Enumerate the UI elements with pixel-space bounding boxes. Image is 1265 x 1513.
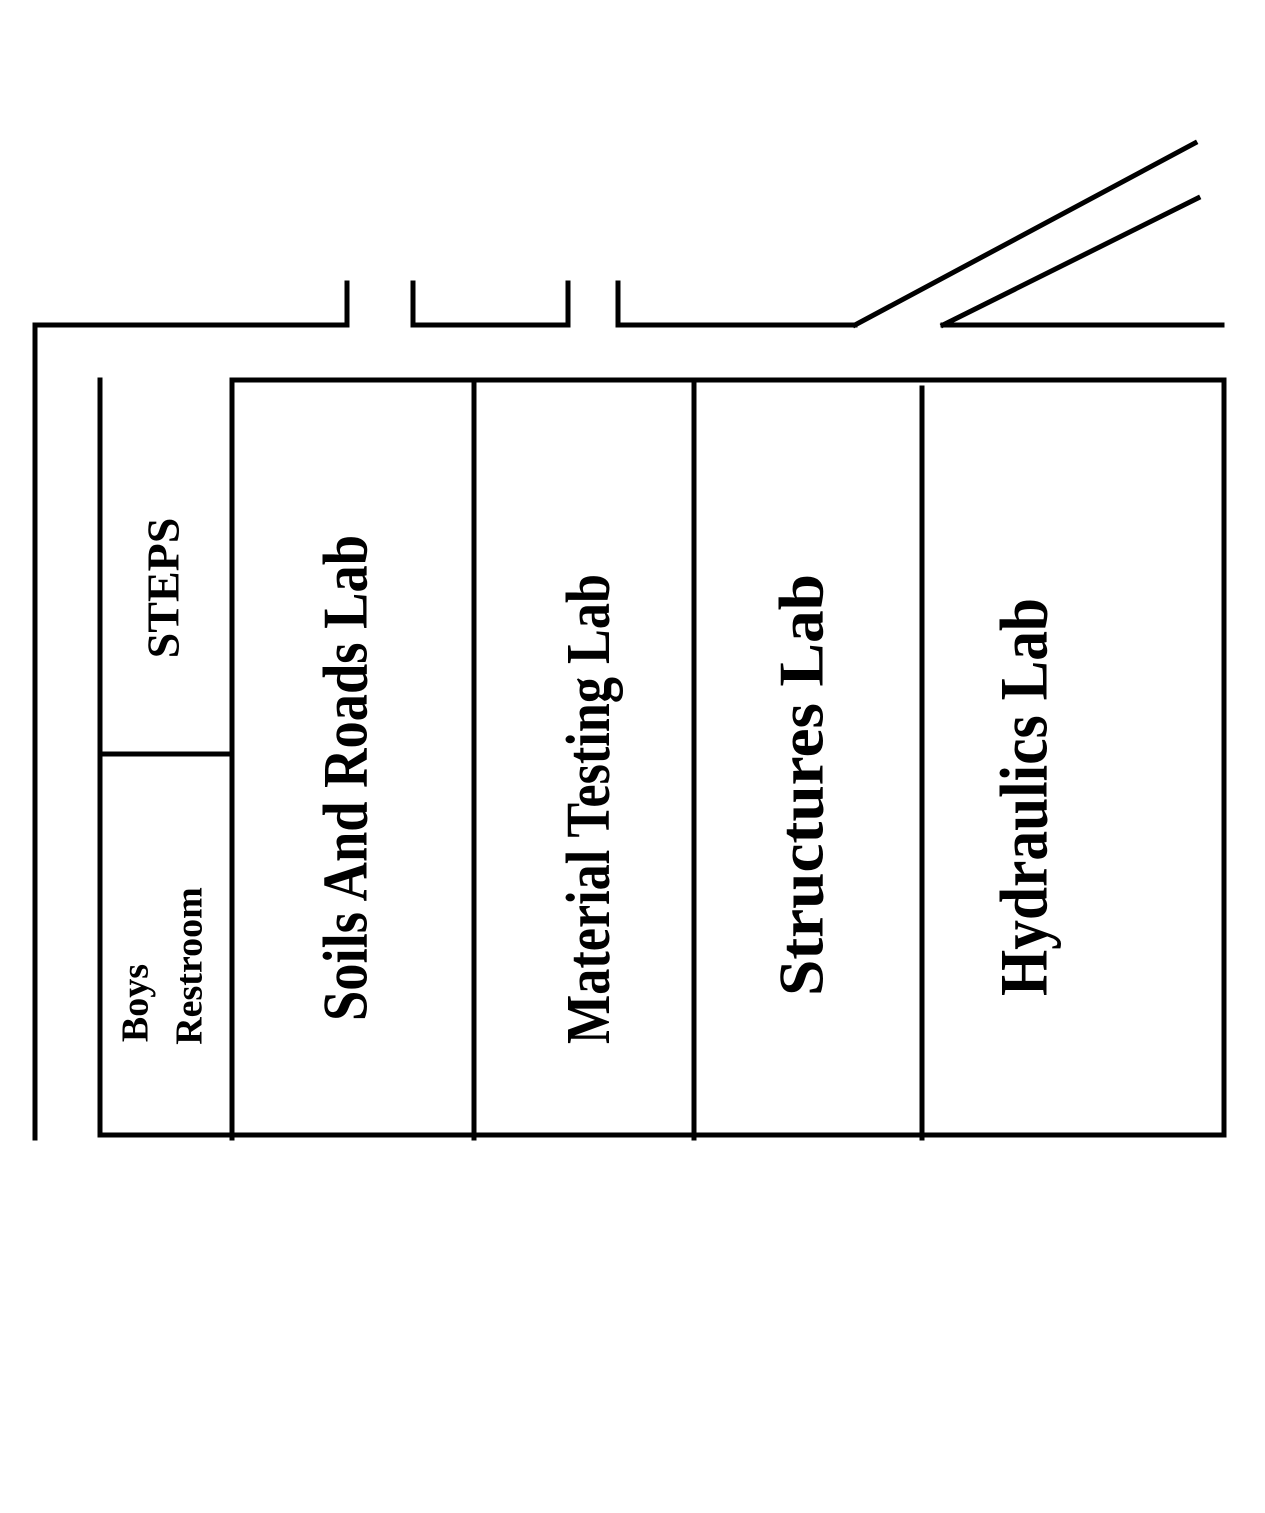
steps-label: STEPS bbox=[138, 518, 189, 659]
corridor-walls bbox=[32, 139, 1225, 1141]
structures-lab-label: Structures Lab bbox=[766, 574, 837, 996]
boys-restroom-label-line1: Boys bbox=[115, 964, 157, 1042]
entrance-path-lower bbox=[939, 194, 1202, 329]
room-labels: STEPS Boys Restroom Soils And Roads Lab … bbox=[115, 518, 1062, 1045]
soils-roads-lab-label: Soils And Roads Lab bbox=[310, 535, 381, 1021]
boys-restroom-label-line2: Restroom bbox=[169, 887, 211, 1045]
entrance-path-upper bbox=[851, 139, 1199, 329]
material-testing-lab-label: Material Testing Lab bbox=[555, 574, 623, 1044]
hydraulics-lab-label: Hydraulics Lab bbox=[986, 598, 1062, 996]
building-block bbox=[97, 377, 1227, 1141]
